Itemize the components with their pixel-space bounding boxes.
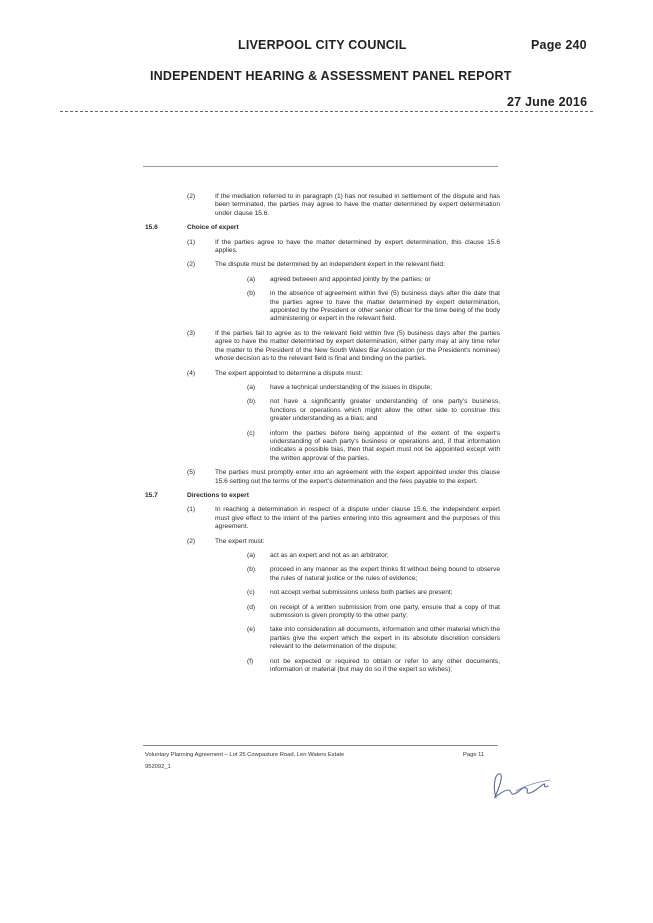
clause-paragraph: (f) not be expected or required to obtain… <box>145 658 500 675</box>
clause-paragraph: (b) in the absence of agreement within fi… <box>145 290 500 324</box>
clause-paragraph: (a) agreed between and appointed jointly … <box>145 276 500 284</box>
clause-text: The expert appointed to determine a disp… <box>215 369 363 377</box>
clause-paragraph: (c) inform the parties before being appoi… <box>145 430 500 464</box>
clause-text: agreed between and appointed jointly by … <box>270 275 431 283</box>
clause-number: 15.7 <box>145 491 158 499</box>
clause-paragraph: (b) proceed in any manner as the expert t… <box>145 566 500 583</box>
clause-number: (a) <box>247 383 256 391</box>
clause-paragraph: (a) act as an expert and not as an arbitr… <box>145 552 500 560</box>
clause-text: Choice of expert <box>187 224 239 232</box>
clause-text: If the mediation referred to in paragrap… <box>215 193 500 217</box>
clause-number: (a) <box>247 552 256 559</box>
signature-mark <box>493 773 551 799</box>
embedded-page-top-rule <box>143 166 498 167</box>
clause-text: In reaching a determination in respect o… <box>215 506 500 531</box>
clause-number: (3) <box>187 329 196 337</box>
clause-text: The expert must: <box>215 537 265 545</box>
clause-number: (b) <box>247 398 256 406</box>
clause-text: in the absence of agreement within five … <box>270 290 500 323</box>
report-date: 27 June 2016 <box>507 95 588 109</box>
council-name: LIVERPOOL CITY COUNCIL <box>238 38 407 52</box>
clause-text: not have a significantly greater underst… <box>270 398 500 423</box>
clause-paragraph: (4) The expert appointed to determine a d… <box>145 370 500 378</box>
clause-paragraph: (c) not accept verbal submissions unless … <box>145 589 500 597</box>
footer-page-number: Page 11 <box>463 752 485 758</box>
clause-number: (2) <box>187 261 196 269</box>
clause-number: (4) <box>187 369 196 377</box>
clause-paragraph: (2) The expert must: <box>145 538 500 546</box>
clause-text: The parties must promptly enter into an … <box>215 469 500 485</box>
footer-reference: 952092_1 <box>145 764 171 770</box>
clause-paragraph: (2) If the mediation referred to in parag… <box>145 193 500 218</box>
clause-number: (c) <box>247 589 255 597</box>
clause-paragraph: (1) If the parties agree to have the matt… <box>145 239 500 256</box>
clause-text: proceed in any manner as the expert thin… <box>270 566 500 582</box>
clause-paragraph: (5) The parties must promptly enter into … <box>145 469 500 486</box>
header-rule <box>60 111 593 112</box>
clause-text: have a technical understanding of the is… <box>270 383 433 391</box>
footer-rule <box>143 745 498 746</box>
clause-paragraph: (a) have a technical understanding of the… <box>145 384 500 392</box>
clause-number: (b) <box>247 290 256 298</box>
clause-number: (a) <box>247 275 256 283</box>
clause-text: If the parties agree to have the matter … <box>215 238 500 255</box>
report-title: INDEPENDENT HEARING & ASSESSMENT PANEL R… <box>150 69 512 83</box>
clause-paragraph: (1) In reaching a determination in respec… <box>145 506 500 531</box>
clause-paragraph: (b) not have a significantly greater unde… <box>145 398 500 423</box>
clause-number: (b) <box>247 566 256 574</box>
clause-number: (5) <box>187 469 196 477</box>
clause-text: The dispute must be determined by an ind… <box>215 261 445 269</box>
clause-text: If the parties fail to agree as to the r… <box>215 329 500 363</box>
page-number: Page 240 <box>531 38 587 52</box>
clause-text: on receipt of a written submission from … <box>270 603 500 620</box>
clause-heading: 15.7 Directions to expert <box>145 492 500 500</box>
footer-agreement-title: Voluntary Planning Agreement – Lot 25 Co… <box>145 752 345 758</box>
clause-paragraph: (2) The dispute must be determined by an … <box>145 261 500 269</box>
clause-text: take into consideration all documents, i… <box>270 626 500 651</box>
clause-text: Directions to expert <box>187 491 249 499</box>
clause-number: (d) <box>247 603 256 611</box>
clause-number: (1) <box>187 238 196 246</box>
clause-number: 15.6 <box>145 224 158 232</box>
clause-number: (e) <box>247 626 256 634</box>
clause-heading: 15.6 Choice of expert <box>145 224 500 232</box>
clause-number: (c) <box>247 429 255 437</box>
clause-text: not accept verbal submissions unless bot… <box>270 589 453 597</box>
agreement-body: (2) If the mediation referred to in parag… <box>145 193 500 680</box>
clause-text: inform the parties before being appointe… <box>270 429 500 462</box>
clause-paragraph: (3) If the parties fail to agree as to th… <box>145 330 500 364</box>
clause-paragraph: (e) take into consideration all documents… <box>145 626 500 651</box>
clause-number: (2) <box>187 193 196 200</box>
clause-text: not be expected or required to obtain or… <box>270 657 500 674</box>
clause-paragraph: (d) on receipt of a written submission fr… <box>145 604 500 621</box>
clause-number: (f) <box>247 657 254 665</box>
clause-text: act as an expert and not as an arbitrato… <box>270 552 389 559</box>
clause-number: (2) <box>187 537 196 545</box>
clause-number: (1) <box>187 506 196 514</box>
